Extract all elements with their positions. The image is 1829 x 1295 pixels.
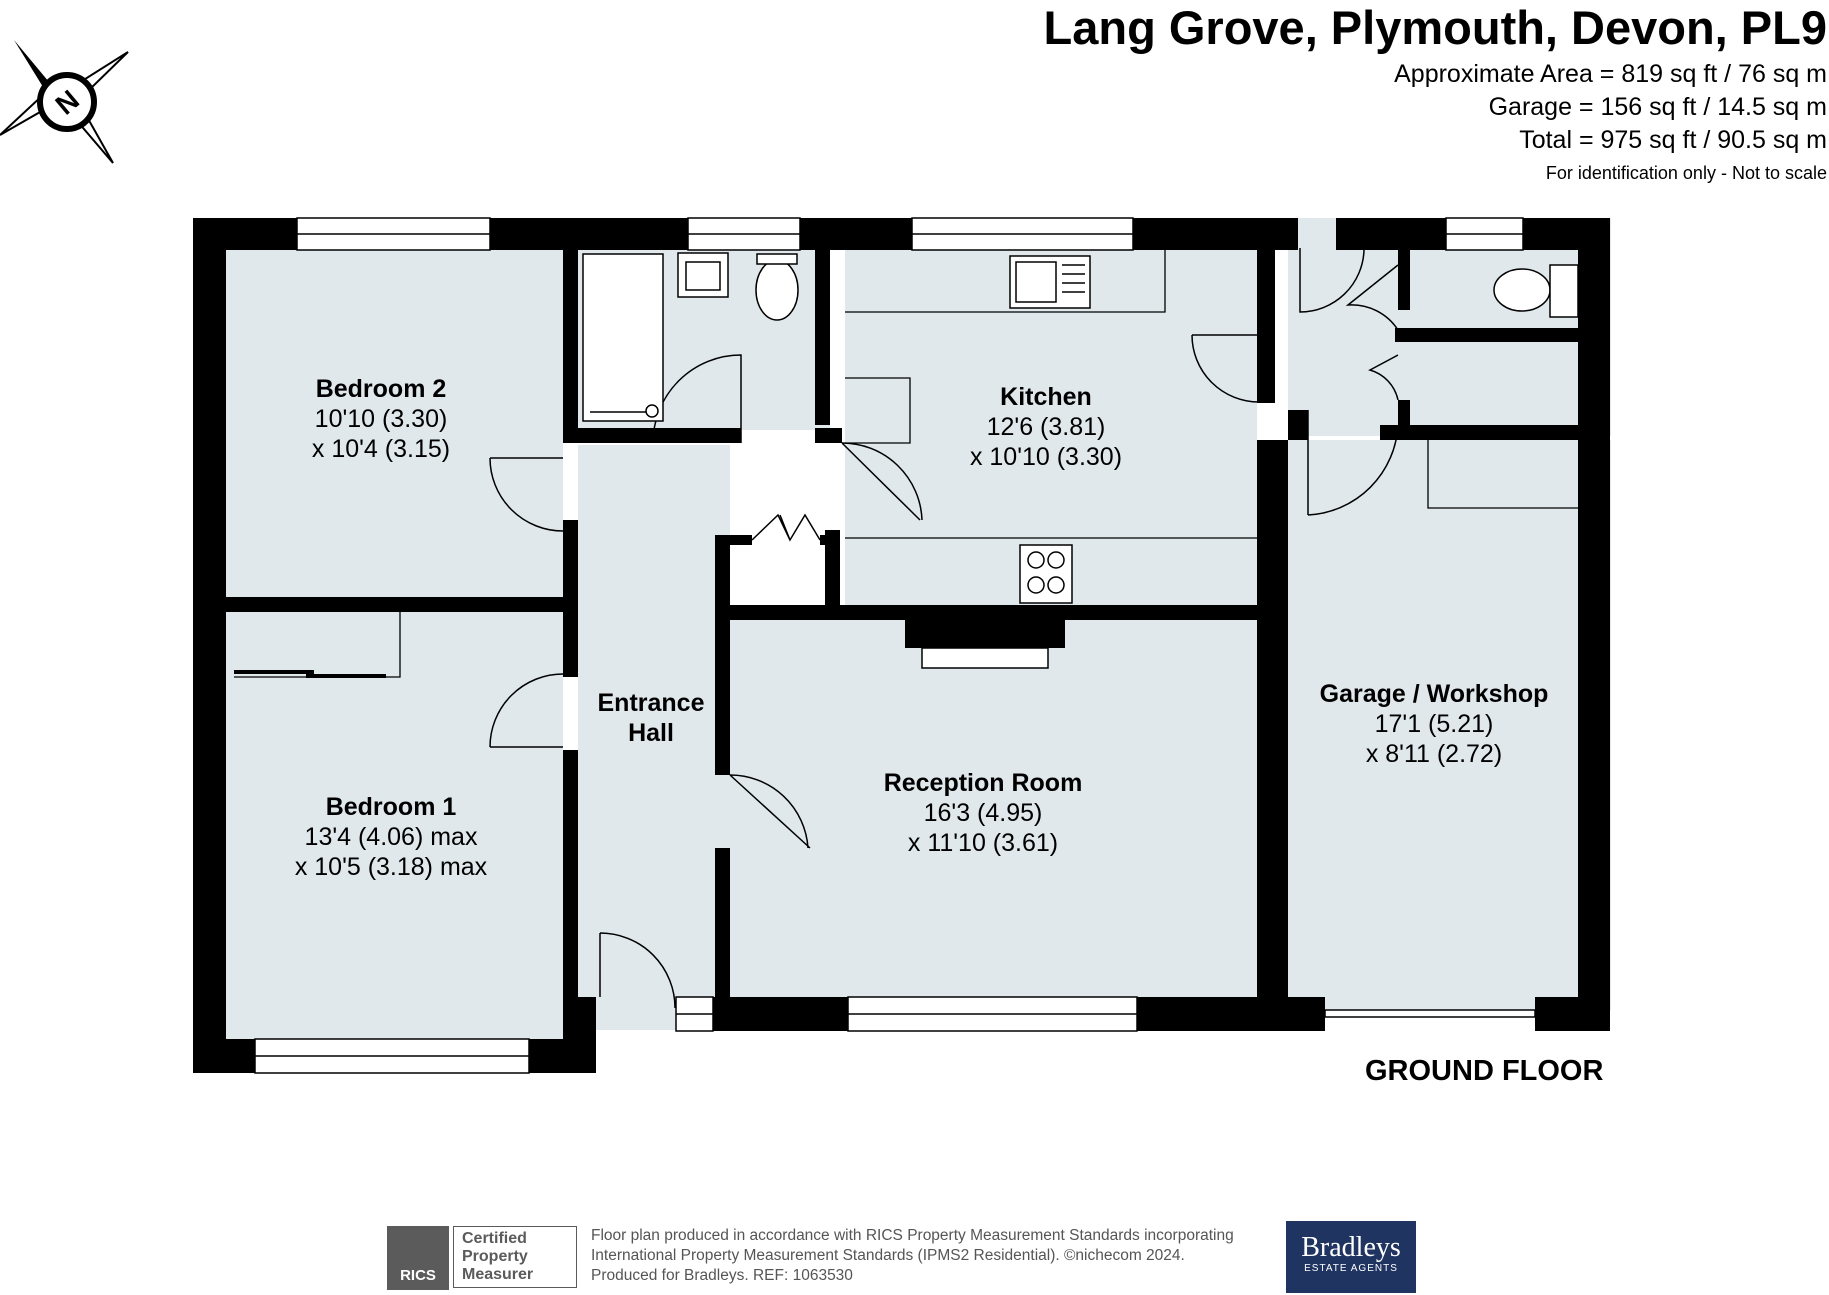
room-name: Kitchen [1000,383,1092,411]
room-dim: 10'10 (3.30) [314,405,448,433]
windows [254,217,1536,1074]
garage-area: Garage = 156 sq ft / 14.5 sq m [1488,93,1827,121]
footer-line: International Property Measurement Stand… [591,1247,1185,1264]
room-bedroom-1: Bedroom 1 13'4 (4.06) max x 10'5 (3.18) … [295,792,487,882]
room-dim: 16'3 (4.95) [923,799,1043,827]
room-name: Garage / Workshop [1319,680,1549,708]
room-name: Reception Room [883,769,1083,797]
room-dim: 17'1 (5.21) [1374,710,1494,738]
fixtures [582,252,1579,669]
cert-line: Measurer [462,1266,534,1283]
worktops [234,250,1578,678]
room-kitchen: Kitchen 12'6 (3.81) x 10'10 (3.30) [970,382,1122,472]
agent-name: Bradleys [1301,1232,1401,1263]
room-dim: 13'4 (4.06) max [304,823,478,851]
walls [193,218,1610,1073]
wardrobe-rails [234,670,386,678]
doors [489,248,1399,1009]
cert-line: Certified [462,1230,527,1247]
room-dim: x 10'4 (3.15) [311,435,451,463]
room-name: Bedroom 1 [325,793,457,821]
room-reception: Reception Room 16'3 (4.95) x 11'10 (3.61… [884,768,1083,858]
agent-subtitle: ESTATE AGENTS [1304,1263,1398,1274]
rics-badge: RICS Certified Property Measurer [387,1226,579,1290]
room-dim: x 8'11 (2.72) [1365,740,1503,768]
page-title: Lang Grove, Plymouth, Devon, PL9 [1043,1,1827,54]
footer-line: Floor plan produced in accordance with R… [591,1227,1234,1244]
agent-logo: Bradleys ESTATE AGENTS [1286,1221,1416,1293]
room-dim: 12'6 (3.81) [986,413,1106,441]
room-dim: x 10'5 (3.18) max [294,853,488,881]
room-dim: x 11'10 (3.61) [907,829,1059,857]
scale-note: For identification only - Not to scale [1545,163,1827,183]
approx-area: Approximate Area = 819 sq ft / 76 sq m [1394,60,1827,88]
room-bedroom-2: Bedroom 2 10'10 (3.30) x 10'4 (3.15) [312,374,450,464]
room-name-line2: Hall [628,719,674,747]
rics-logo: RICS [387,1226,449,1290]
certified-measurer: Certified Property Measurer [453,1226,577,1288]
compass-icon [0,40,129,164]
floor-label: GROUND FLOOR [1365,1055,1604,1087]
room-name: Bedroom 2 [315,375,447,403]
footer-line: Produced for Bradleys. REF: 1063530 [591,1267,853,1284]
room-entrance-hall: Entrance Hall [598,688,705,748]
rics-logo-text: RICS [400,1267,436,1284]
room-dim: x 10'10 (3.30) [969,443,1123,471]
room-name: Entrance [597,689,705,717]
room-garage-workshop: Garage / Workshop 17'1 (5.21) x 8'11 (2.… [1320,679,1549,769]
cert-line: Property [462,1248,528,1265]
footer-note: Floor plan produced in accordance with R… [591,1226,1234,1286]
total-area: Total = 975 sq ft / 90.5 sq m [1519,126,1827,154]
